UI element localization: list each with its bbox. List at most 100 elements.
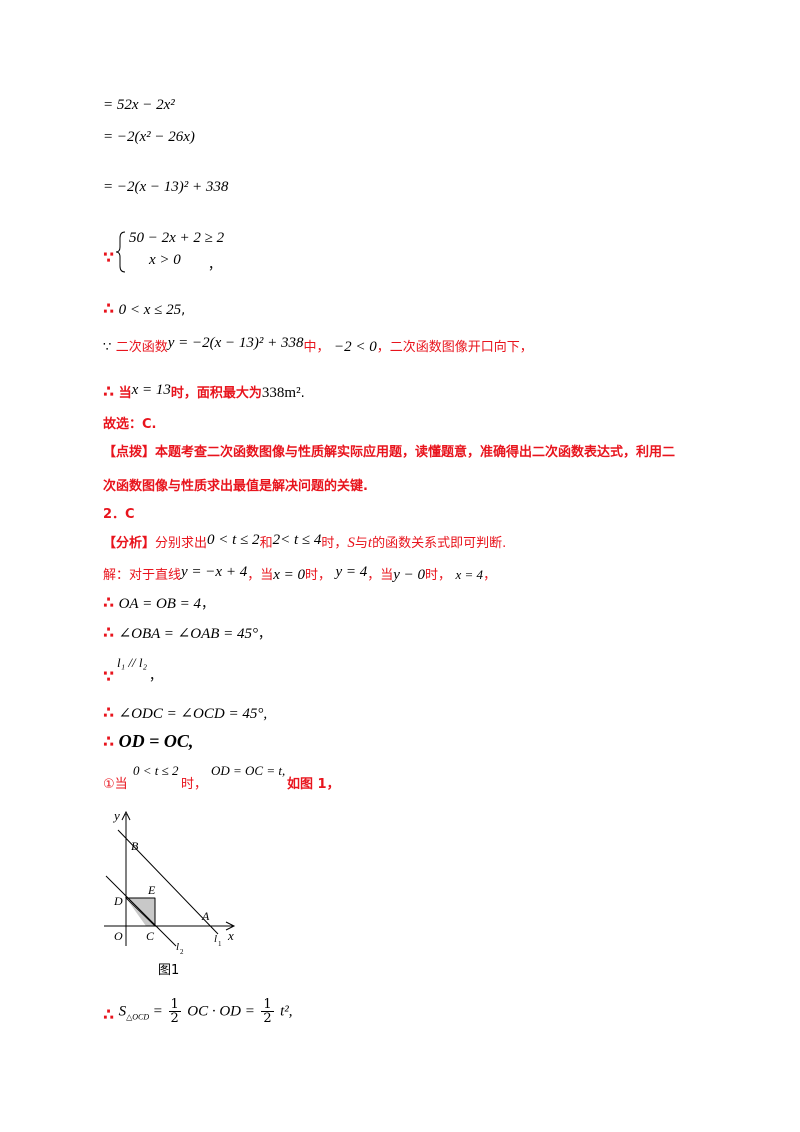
angle-math: ∠ODC = ∠OCD = 45°, xyxy=(118,706,268,722)
answer-text: 2．C xyxy=(103,507,135,522)
comment-line-1: 【点拨】本题考查二次函数图像与性质解实际应用题，读懂题意，准确得出二次函数表达式… xyxy=(103,444,675,462)
angle-math: ∠OBA = ∠OAB = 45° xyxy=(118,626,259,642)
parallel-math: l₁ // l₂ xyxy=(117,655,147,670)
punctuation: ， xyxy=(201,597,215,612)
figure-caption: 图1 xyxy=(158,963,179,978)
range-math: 0 < x ≤ 25 xyxy=(118,302,182,318)
analysis-text: 与 xyxy=(354,536,368,551)
equation-line-1: = 52x − 2x² xyxy=(103,96,175,114)
therefore-symbol: ∴ xyxy=(103,299,115,318)
analysis-text: 分别求出 xyxy=(155,536,208,551)
line-l1 xyxy=(117,829,219,935)
fraction-numerator: 1 xyxy=(261,997,274,1012)
case-math: 0 < t ≤ 2 xyxy=(133,763,179,778)
geometry-diagram: y B E D A O C x l 1 l 2 图1 xyxy=(104,808,236,978)
equation-text: = −2(x − 13)² + 338 xyxy=(103,179,229,195)
variable-t: t xyxy=(367,535,373,551)
case-text: 时， xyxy=(181,777,208,792)
analysis-math: 2< t ≤ 4 xyxy=(272,532,322,548)
fraction-denominator: 2 xyxy=(170,1011,179,1026)
case-math: OD = OC = t, xyxy=(211,763,286,778)
area-math: t², xyxy=(280,1003,293,1020)
therefore-symbol: ∴ xyxy=(103,703,115,722)
punctuation: ， xyxy=(483,568,497,583)
because-text: 中， xyxy=(303,340,330,355)
line-l2 xyxy=(105,875,177,947)
when-text: 时，面积最大为 xyxy=(170,386,262,401)
system-row-1: 50 − 2x + 2 ≥ 2 xyxy=(129,230,225,246)
when-line: ∴ 当x = 13时，面积最大为338m². xyxy=(103,382,305,403)
punctuation: ， xyxy=(149,669,163,684)
because-symbol: ∵ xyxy=(103,667,115,686)
solution-line: 解：对于直线y = −x + 4，当x = 0时， y = 4，当y − 0时，… xyxy=(103,564,497,585)
area-math: 338m² xyxy=(261,385,301,401)
left-brace-icon xyxy=(115,231,126,273)
equation-text: = −2(x² − 26x) xyxy=(103,129,195,145)
solution-text: 解：对于直线 xyxy=(103,568,182,583)
label-d: D xyxy=(113,894,123,908)
analysis-text: 时， xyxy=(321,536,348,551)
analysis-tag: 【分析】 xyxy=(103,536,156,551)
because-symbol: ∵ xyxy=(103,248,115,267)
fraction-numerator: 1 xyxy=(168,997,181,1012)
angle-line-1: ∴ ∠OBA = ∠OAB = 45°， xyxy=(103,624,271,644)
equation-line-2: = −2(x² − 26x) xyxy=(103,128,195,146)
comment-tag: 【点拨】 xyxy=(103,445,156,460)
label-l2: l xyxy=(176,941,179,953)
equals-sign: = xyxy=(153,1003,163,1020)
range-line: ∴ 0 < x ≤ 25, xyxy=(103,300,185,320)
equation-line-3: = −2(x − 13)² + 338 xyxy=(103,178,228,196)
therefore-symbol: ∴ xyxy=(103,732,115,751)
x-axis-arrow-icon xyxy=(225,921,236,931)
area-symbol: S xyxy=(118,1003,127,1020)
label-o: O xyxy=(114,929,123,943)
y-axis-arrow-icon xyxy=(121,810,131,821)
solution-text: 时， xyxy=(305,568,332,583)
punctuation: ， xyxy=(258,627,272,642)
label-y: y xyxy=(112,808,120,823)
equation-text: = 52x − 2x² xyxy=(103,97,175,113)
solution-math: y = 4 xyxy=(335,564,368,580)
oa-line: ∴ OA = OB = 4， xyxy=(103,594,214,614)
analysis-text: 的函数关系式即可判断. xyxy=(372,536,507,551)
analysis-line: 【分析】分别求出0 < t ≤ 2和2< t ≤ 4时，S与t的函数关系式即可判… xyxy=(103,532,507,553)
punctuation: , xyxy=(181,303,186,318)
label-c: C xyxy=(146,929,155,943)
because-text: ，二次函数图像开口向下， xyxy=(376,340,533,355)
comment-line-2: 次函数图像与性质求出最值是解决问题的关键. xyxy=(103,478,368,496)
because-symbol: ∵ xyxy=(103,340,112,355)
area-subscript: △OCD xyxy=(126,1012,150,1022)
label-x: x xyxy=(227,928,234,943)
label-l1: l xyxy=(214,933,217,945)
label-e: E xyxy=(147,883,156,897)
analysis-text: 和 xyxy=(259,536,273,551)
because-line: ∵ 二次函数y = −2(x − 13)² + 338中， −2 < 0，二次函… xyxy=(103,335,533,357)
area-math: OC · OD = xyxy=(187,1003,255,1020)
therefore-symbol: ∴ xyxy=(103,593,115,612)
therefore-symbol: ∴ xyxy=(103,623,115,642)
comment-text: 本题考查二次函数图像与性质解实际应用题，读懂题意，准确得出二次函数表达式，利用二 xyxy=(155,445,676,460)
therefore-symbol: ∴ xyxy=(103,1004,115,1024)
punctuation: ， xyxy=(208,258,222,273)
variable-s: S xyxy=(347,535,355,551)
case-text: ①当 xyxy=(103,777,128,792)
comment-text: 次函数图像与性质求出最值是解决问题的关键. xyxy=(103,479,368,494)
choice-text: 故选：C. xyxy=(103,417,157,432)
solution-math: y − 0 xyxy=(393,567,426,583)
inequality-system: ∵ 50 − 2x + 2 ≥ 2 x > 0 ， xyxy=(103,230,303,274)
choice-line: 故选：C. xyxy=(103,416,156,434)
when-text: 当 xyxy=(118,386,132,401)
solution-math: x = 0 xyxy=(273,567,305,583)
fraction-denominator: 2 xyxy=(263,1011,272,1026)
angle-line-2: ∴ ∠ODC = ∠OCD = 45°, xyxy=(103,704,267,723)
analysis-math: 0 < t ≤ 2 xyxy=(207,532,260,548)
solution-math: y = −x + 4 xyxy=(181,564,248,580)
question-number: 2．C xyxy=(103,506,135,524)
punctuation: . xyxy=(300,386,305,401)
label-l2-sub: 2 xyxy=(180,948,184,956)
figure-1: y B E D A O C x l 1 l 2 图1 xyxy=(100,806,250,985)
case-text: 如图 1， xyxy=(287,777,340,792)
odoc-line: ∴ OD = OC, xyxy=(103,732,193,752)
